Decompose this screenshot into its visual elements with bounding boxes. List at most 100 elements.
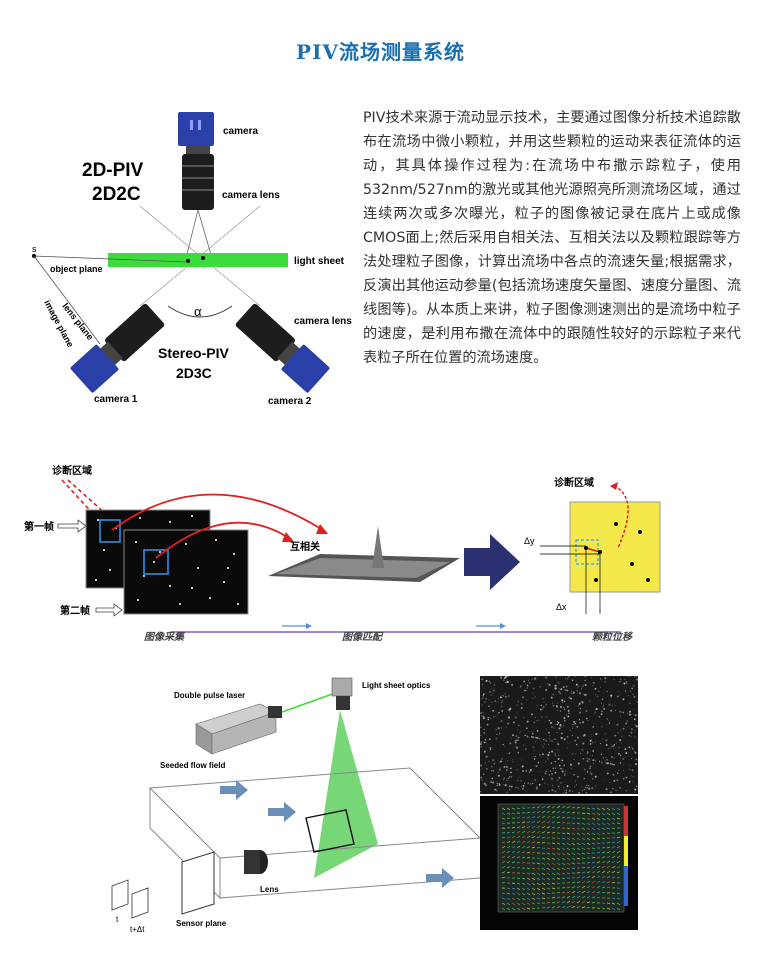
speckle-dot xyxy=(575,720,577,722)
label-camera-lens-right: camera lens xyxy=(294,316,352,327)
vector-mark xyxy=(516,821,521,824)
speckle-dot xyxy=(578,702,581,705)
speckle-dot xyxy=(492,689,495,692)
vector-mark xyxy=(606,886,611,889)
speckle-dot xyxy=(628,713,631,715)
vector-mark xyxy=(541,882,546,886)
vector-mark xyxy=(541,872,546,876)
vector-mark xyxy=(591,832,596,836)
speckle-dot xyxy=(480,776,483,779)
vector-mark xyxy=(571,852,576,856)
vector-mark xyxy=(596,880,601,884)
vector-mark xyxy=(506,907,511,911)
speckle-dot xyxy=(492,770,494,772)
speckle-dot xyxy=(583,684,585,686)
vector-mark xyxy=(601,822,606,826)
vector-mark xyxy=(611,907,616,910)
speckle-dot xyxy=(592,685,594,687)
speckle-dot xyxy=(525,770,527,772)
speckle-dot xyxy=(489,682,492,684)
label-cross-correlation: 互相关 xyxy=(290,540,320,553)
vector-mark xyxy=(551,867,556,871)
speckle-dot xyxy=(518,764,520,766)
speckle-dot xyxy=(565,789,568,792)
vector-mark xyxy=(601,870,606,874)
speckle-dot xyxy=(582,757,585,760)
speckle-dot xyxy=(581,793,583,794)
speckle-dot xyxy=(523,744,525,746)
vector-mark xyxy=(516,826,521,829)
vector-mark xyxy=(546,810,551,814)
speckle-dot xyxy=(559,768,561,769)
speckle-dot xyxy=(522,696,525,699)
speckle-dot xyxy=(563,764,566,767)
speckle-dot xyxy=(483,782,486,785)
speckle-dot xyxy=(589,739,592,742)
vector-mark xyxy=(611,827,616,829)
speckle-dot xyxy=(619,787,621,789)
speckle-dot xyxy=(602,706,604,708)
speckle-dot xyxy=(525,748,527,750)
speckle-dot xyxy=(600,678,602,680)
speckle-dot xyxy=(565,685,568,688)
vector-mark xyxy=(586,885,591,889)
speckle-dot xyxy=(589,743,592,745)
vector-mark xyxy=(501,865,506,869)
vector-mark xyxy=(586,880,591,884)
vector-mark xyxy=(536,820,541,824)
speckle-dot xyxy=(601,710,603,713)
vector-mark xyxy=(536,862,541,865)
vector-mark xyxy=(581,842,586,846)
speckle-dot xyxy=(553,738,556,741)
speckle-dot xyxy=(565,678,567,680)
speckle-dot xyxy=(623,764,625,766)
vector-mark xyxy=(561,877,566,879)
speckle-dot xyxy=(633,718,636,721)
speckle-dot xyxy=(500,676,503,679)
vector-mark xyxy=(506,897,511,900)
vector-mark xyxy=(501,871,506,874)
vector-mark xyxy=(541,852,546,854)
speckle-dot xyxy=(508,752,511,754)
vector-mark xyxy=(591,827,596,831)
speckle-dot xyxy=(594,775,597,778)
speckle-dot xyxy=(594,687,597,690)
speckle-dot xyxy=(609,791,612,794)
sensor-plane xyxy=(181,851,215,915)
vector-mark xyxy=(501,855,506,859)
vector-mark xyxy=(546,820,551,824)
vector-mark xyxy=(546,867,551,871)
speckle-dot xyxy=(561,768,563,770)
label-seeded-flow-field: Seeded flow field xyxy=(160,761,225,770)
speckle-dot xyxy=(492,759,495,762)
vector-mark xyxy=(601,865,606,869)
vector-mark xyxy=(616,845,621,849)
speckle-dot xyxy=(557,743,560,746)
speckle-dot xyxy=(504,676,507,679)
vector-mark xyxy=(541,877,546,881)
speckle-dot xyxy=(508,711,510,713)
speckle-dot xyxy=(496,784,499,787)
speckle-dot xyxy=(520,707,522,709)
vector-mark xyxy=(586,807,591,809)
speckle-dot xyxy=(569,763,572,766)
speckle-dot xyxy=(577,685,580,687)
speckle-dot xyxy=(491,779,493,781)
vector-mark xyxy=(566,895,571,899)
vector-mark xyxy=(596,812,601,816)
speckle-dot xyxy=(629,702,631,704)
speckle-dot xyxy=(582,734,585,737)
speckle-dot xyxy=(619,680,621,683)
speckle-dot xyxy=(592,750,594,752)
speckle-dot xyxy=(603,708,606,710)
vector-mark xyxy=(521,872,526,874)
speckle-dot xyxy=(575,784,578,786)
speckle-dot xyxy=(562,725,564,727)
speckle-dot xyxy=(488,705,490,708)
vector-mark xyxy=(511,855,516,859)
speckle-dot xyxy=(613,763,615,766)
vector-mark xyxy=(531,872,536,875)
vector-mark xyxy=(546,862,551,866)
speckle-dot xyxy=(551,784,554,787)
speckle-dot xyxy=(526,735,528,737)
